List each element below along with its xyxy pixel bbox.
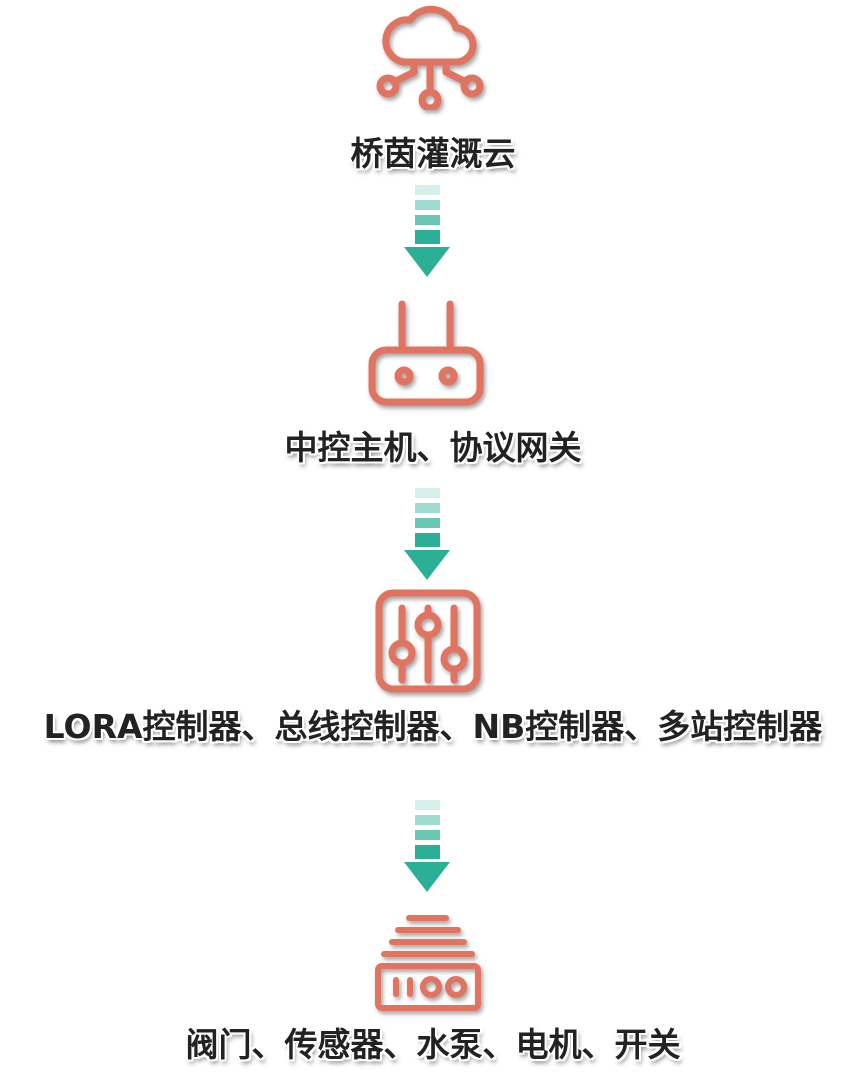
router-icon [368, 300, 484, 406]
node-label-cloud: 桥茵灌溉云 [350, 134, 516, 173]
device-icon [375, 915, 481, 1011]
arrow-down-icon [404, 185, 450, 280]
arrow-down-icon [404, 800, 450, 895]
node-label-devices: 阀门、传感器、水泵、电机、开关 [185, 1025, 681, 1064]
node-label-controllers: LORA控制器、总线控制器、NB控制器、多站控制器 [43, 707, 823, 746]
controller-sliders-icon [375, 589, 481, 693]
cloud-network-icon [376, 5, 484, 110]
node-label-gateway: 中控主机、协议网关 [284, 428, 582, 467]
arrow-down-icon [404, 488, 450, 583]
